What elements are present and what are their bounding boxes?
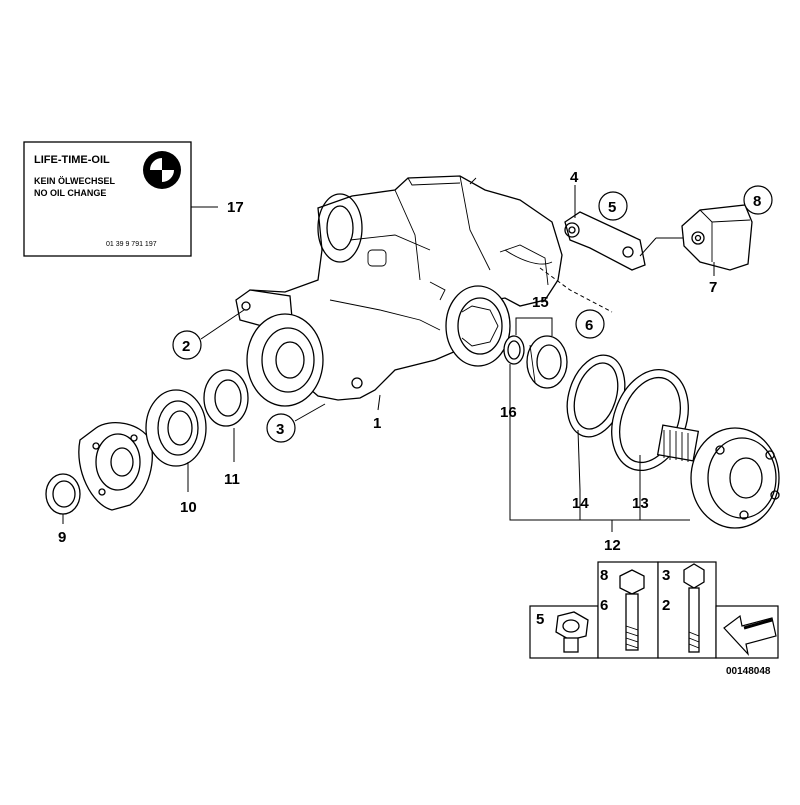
callout-9: 9 bbox=[58, 529, 66, 546]
hardware-cell-bolt-b-bottom-label: 2 bbox=[662, 597, 670, 614]
hardware-cell-nut-label: 5 bbox=[536, 611, 544, 628]
callout-10: 10 bbox=[180, 499, 197, 516]
callout-7: 7 bbox=[709, 279, 717, 296]
lifetime-oil-label-card: LIFE-TIME-OIL KEIN ÖLWECHSEL NO OIL CHAN… bbox=[23, 141, 192, 257]
label-line-2: KEIN ÖLWECHSEL bbox=[34, 176, 116, 186]
callout-6: 6 bbox=[585, 317, 593, 334]
rear-bracket bbox=[564, 211, 646, 271]
bmw-roundel-icon bbox=[143, 151, 181, 189]
callout-8: 8 bbox=[753, 193, 761, 210]
callout-2: 2 bbox=[182, 338, 190, 355]
label-line-3: NO OIL CHANGE bbox=[34, 188, 106, 198]
hardware-cell-bolt-a-bottom-label: 6 bbox=[600, 597, 608, 614]
rubber-mount bbox=[681, 204, 753, 271]
flange-bolt-icon bbox=[619, 569, 645, 651]
diagram-id: 00148048 bbox=[726, 666, 771, 677]
shaft-seal-16 bbox=[503, 335, 525, 365]
direction-arrow-icon bbox=[723, 614, 777, 656]
cover-ring-10 bbox=[145, 389, 207, 467]
callout-11: 11 bbox=[224, 471, 240, 488]
radial-seal-11 bbox=[203, 369, 249, 427]
hardware-box: 5 8 6 3 2 bbox=[529, 561, 779, 659]
hardware-cell-bolt-b-top-label: 3 bbox=[662, 567, 670, 584]
flange-10 bbox=[78, 422, 153, 511]
long-bolt-icon bbox=[683, 563, 705, 653]
hex-nut-icon bbox=[555, 611, 589, 653]
callout-14: 14 bbox=[572, 495, 589, 512]
callout-17: 17 bbox=[227, 199, 244, 216]
hardware-cell-bolt-a-top-label: 8 bbox=[600, 567, 608, 584]
callout-1: 1 bbox=[373, 415, 381, 432]
callout-4: 4 bbox=[570, 169, 579, 186]
callout-15: 15 bbox=[532, 294, 549, 311]
output-flange-12 bbox=[656, 424, 780, 529]
label-part-number: 01 39 9 791 197 bbox=[106, 241, 157, 248]
callout-3: 3 bbox=[276, 421, 284, 438]
radial-seal-15 bbox=[526, 335, 568, 389]
seal-ring-9 bbox=[45, 473, 81, 515]
callout-12: 12 bbox=[604, 537, 621, 554]
label-line-1: LIFE-TIME-OIL bbox=[34, 154, 110, 166]
callout-16: 16 bbox=[500, 404, 517, 421]
differential-housing bbox=[235, 175, 563, 407]
callout-5: 5 bbox=[608, 199, 616, 216]
